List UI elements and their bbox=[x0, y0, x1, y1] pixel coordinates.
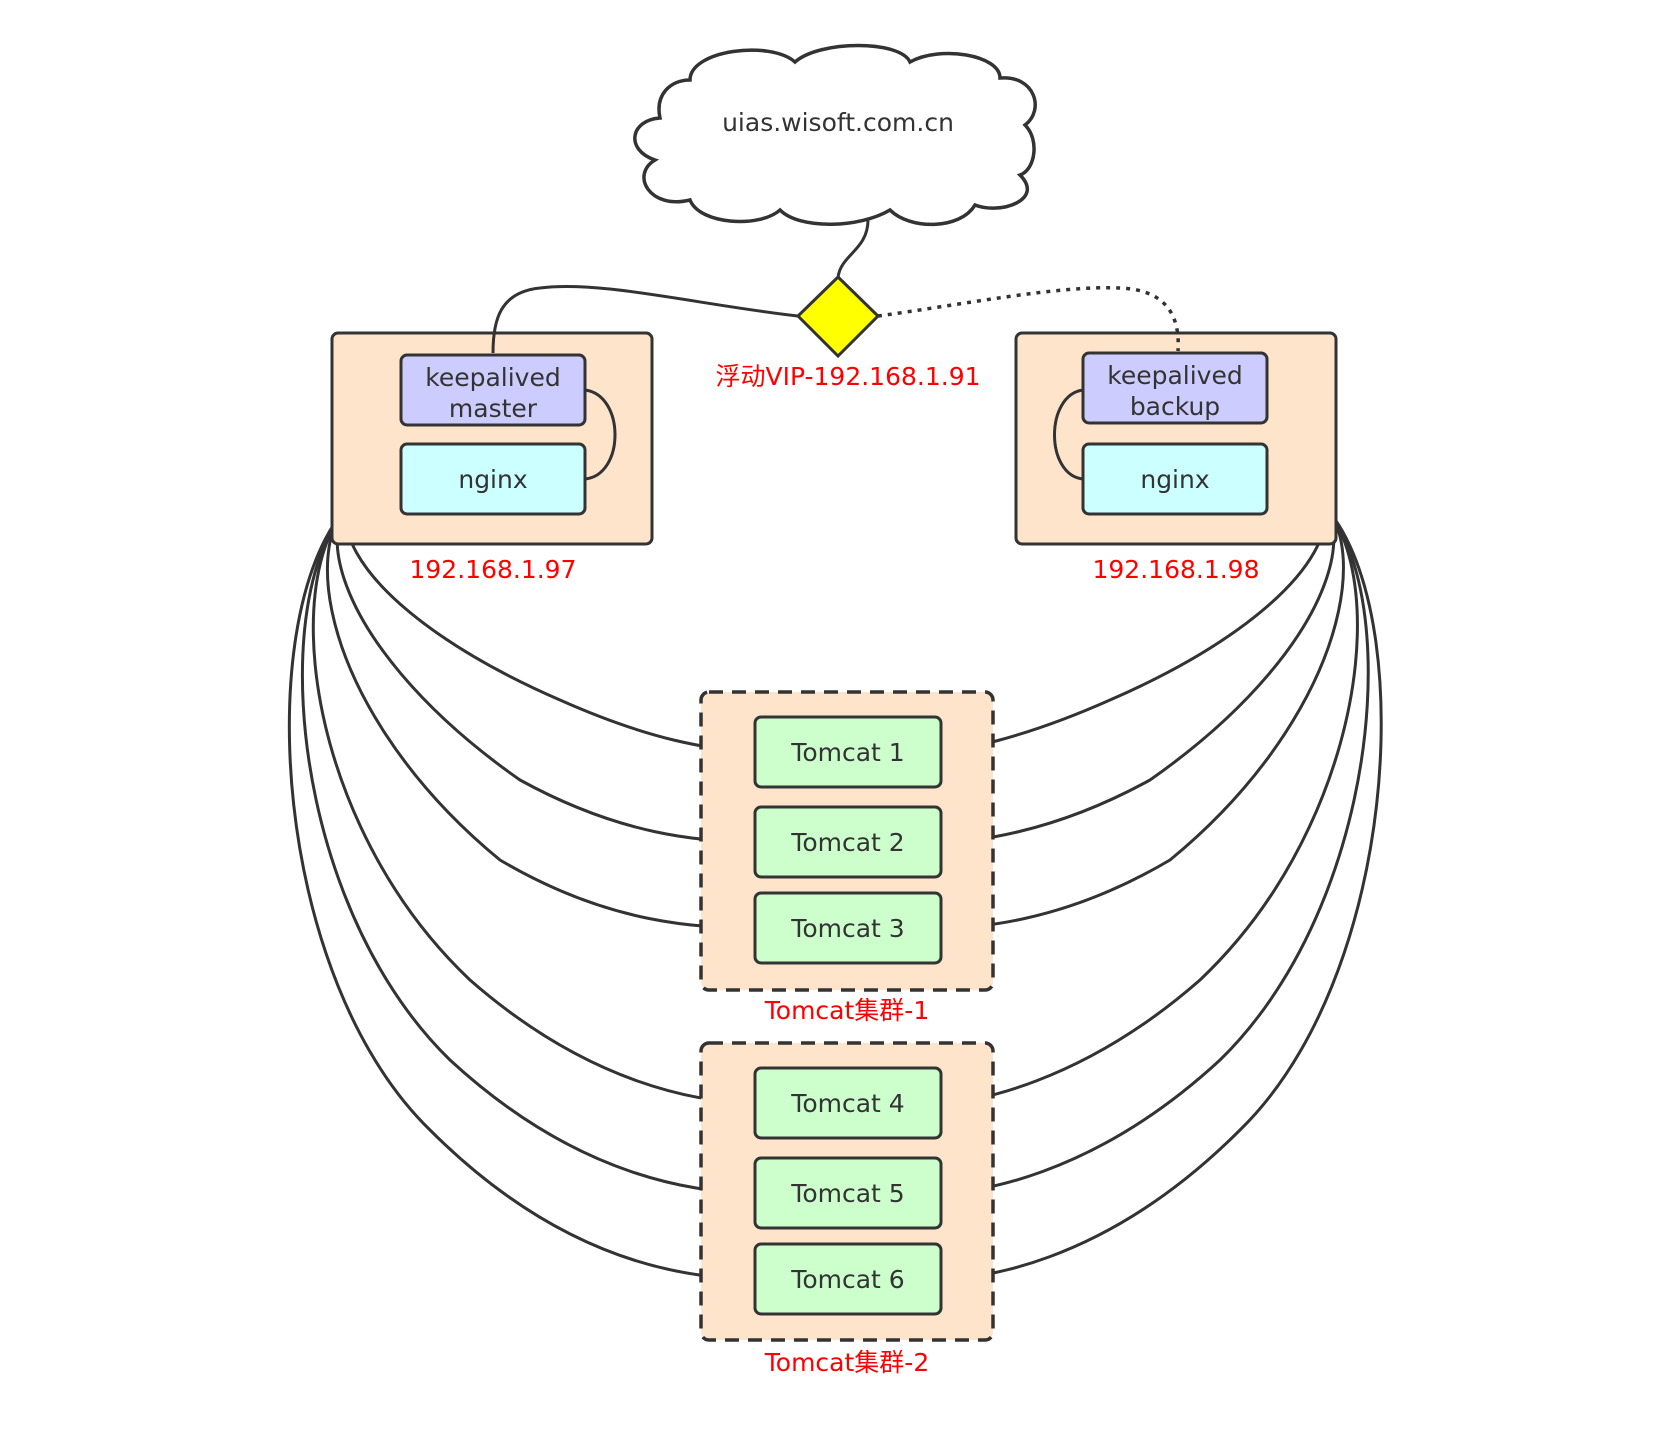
master-internal-link bbox=[584, 388, 617, 481]
link-master-tomcat6 bbox=[287, 477, 758, 1281]
nginx-backup-box bbox=[1081, 442, 1269, 516]
keepalived-master-box bbox=[399, 353, 587, 427]
nginx-master-box bbox=[399, 442, 587, 516]
tomcat-5-box bbox=[753, 1156, 943, 1230]
backup-ip-label: 192.168.1.98 bbox=[1093, 555, 1260, 584]
nginx-backup-label: nginx bbox=[1140, 465, 1209, 494]
tomcat-3-label: Tomcat 3 bbox=[790, 914, 904, 943]
tomcat-4-label: Tomcat 4 bbox=[790, 1089, 904, 1118]
link-master-tomcat3 bbox=[325, 477, 758, 930]
backup-internal-link bbox=[1053, 388, 1084, 481]
tomcat-6-box bbox=[753, 1242, 943, 1316]
link-master-tomcat5 bbox=[300, 477, 758, 1195]
tomcat-1-label: Tomcat 1 bbox=[790, 738, 904, 767]
tomcat-6-label: Tomcat 6 bbox=[790, 1265, 904, 1294]
keepalived-master-line2: master bbox=[449, 394, 538, 423]
cloud-shape bbox=[633, 43, 1037, 227]
vip-label: 浮动VIP-192.168.1.91 bbox=[715, 362, 980, 391]
master-ip-label: 192.168.1.97 bbox=[410, 555, 577, 584]
nginx-master-label: nginx bbox=[458, 465, 527, 494]
vip-master-link bbox=[491, 284, 799, 354]
tomcat-5-label: Tomcat 5 bbox=[790, 1179, 904, 1208]
keepalived-backup-line2: backup bbox=[1130, 392, 1220, 421]
link-backup-tomcat3 bbox=[940, 477, 1345, 930]
tomcat-nodes bbox=[753, 715, 943, 1316]
tomcat-4-box bbox=[753, 1066, 943, 1140]
keepalived-backup-box bbox=[1081, 351, 1269, 425]
keepalived-master-line1: keepalived bbox=[425, 363, 560, 392]
tomcat-2-box bbox=[753, 805, 943, 879]
cloud-vip-link bbox=[836, 219, 870, 279]
keepalived-backup-line1: keepalived bbox=[1107, 361, 1242, 390]
tomcat-2-label: Tomcat 2 bbox=[790, 828, 904, 857]
cluster-2-label: Tomcat集群-2 bbox=[764, 1348, 929, 1377]
vip-diamond bbox=[795, 274, 881, 359]
domain-label: uias.wisoft.com.cn bbox=[722, 108, 954, 137]
tomcat-1-box bbox=[753, 715, 943, 789]
tomcat-3-box bbox=[753, 891, 943, 965]
link-backup-tomcat5 bbox=[940, 477, 1370, 1195]
link-backup-tomcat6 bbox=[940, 477, 1383, 1281]
cluster-1-label: Tomcat集群-1 bbox=[764, 996, 929, 1025]
